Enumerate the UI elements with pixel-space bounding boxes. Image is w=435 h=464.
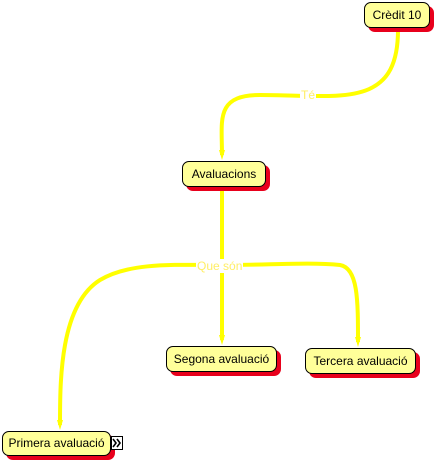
node-credit-10[interactable]: Crèdit 10 xyxy=(364,2,430,28)
node-segona-avaluacio[interactable]: Segona avaluació xyxy=(166,346,277,372)
link-label-que-son: Que són xyxy=(196,259,244,273)
node-tercera-avaluacio[interactable]: Tercera avaluació xyxy=(305,348,416,374)
link-avaluacions-to-tercera xyxy=(221,261,361,347)
link-label-te: Té xyxy=(300,88,317,102)
node-primera-avaluacio[interactable]: Primera avaluació xyxy=(2,431,111,456)
double-chevron-right-icon[interactable] xyxy=(111,436,123,450)
node-avaluacions[interactable]: Avaluacions xyxy=(182,161,266,187)
link-avaluacions-to-primera xyxy=(57,262,223,430)
link-credit-to-avaluacions xyxy=(218,29,400,160)
